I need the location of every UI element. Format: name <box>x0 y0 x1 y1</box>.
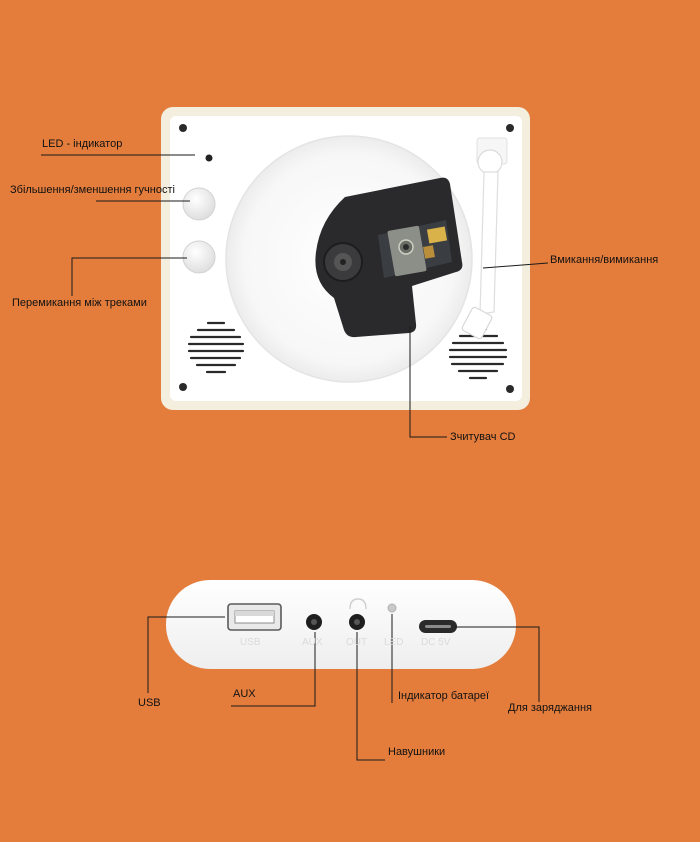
engraving-aux: AUX <box>302 637 323 648</box>
screw-icon <box>506 385 514 393</box>
side-panel <box>166 580 516 669</box>
cd-player-side <box>166 580 516 669</box>
label-led-indicator: LED - індикатор <box>42 138 123 150</box>
label-track-switch: Перемикання між треками <box>12 297 147 309</box>
label-battery: Індикатор батареї <box>398 690 490 702</box>
battery-led <box>387 603 397 613</box>
cd-mechanism <box>315 177 463 338</box>
label-headphones: Навушники <box>388 746 446 758</box>
label-cd-reader: Зчитувач CD <box>450 431 516 443</box>
side-callout-lines <box>147 614 540 761</box>
engraving-led: LED <box>384 637 404 648</box>
label-power: Вмикання/вимикання <box>550 254 659 266</box>
label-aux: AUX <box>233 688 256 700</box>
headphones-icon <box>349 598 367 610</box>
screw-icon <box>179 383 187 391</box>
label-usb: USB <box>138 697 161 709</box>
power-lever <box>461 137 508 340</box>
label-charging: Для заряджання <box>508 702 592 714</box>
led-indicator <box>205 154 213 162</box>
engraving-out: OUT <box>346 637 368 648</box>
screw-icon <box>506 124 514 132</box>
volume-button <box>182 187 216 221</box>
front-callout-lines <box>41 154 549 438</box>
screw-icon <box>179 124 187 132</box>
engraving-usb: USB <box>240 637 261 648</box>
label-volume: Збільшення/зменшення гучності <box>10 184 175 196</box>
track-button <box>182 240 216 274</box>
speaker-grille-left <box>187 321 245 374</box>
cd-player-front <box>161 107 530 410</box>
engraving-dc: DC 5V <box>421 637 451 648</box>
